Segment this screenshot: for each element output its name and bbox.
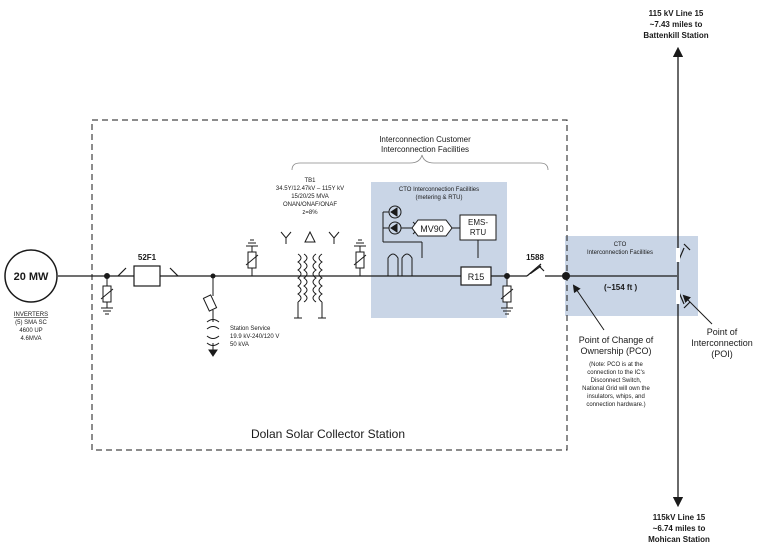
pco-note-line-6: connection hardware.): [586, 402, 645, 408]
pco-title-line-2: Ownership (PCO): [580, 346, 651, 356]
poi-gap-bottom: [676, 290, 680, 304]
pco-pointer: [572, 284, 605, 331]
pco-note-line-4: National Grid will own the: [582, 386, 650, 392]
transformer-tb1: [280, 230, 340, 319]
pco-note-line-3: Disconnect Switch,: [591, 378, 642, 384]
pco-note-line-2: connection to the IC's: [587, 370, 645, 376]
switch-contact: [526, 263, 542, 277]
breaker-label: 52F1: [138, 253, 157, 262]
transformer-line-4: ONAN/ONAF/ONAF: [283, 202, 337, 208]
cto-poi-line-1: CTO: [614, 242, 627, 248]
poi-line-1: Point of: [707, 327, 738, 337]
surge-arrester-4: [500, 273, 514, 315]
surge-arrester-2: [245, 239, 259, 276]
station-service-line-2: 19.9 kV-240/120 V: [230, 334, 279, 340]
icif-line-2: Interconnection Facilities: [381, 145, 469, 154]
station-service-line-3: 50 kVA: [230, 342, 249, 348]
poi-pointer: [682, 294, 713, 325]
transformer-line-5: z=8%: [302, 210, 318, 216]
cto-poi-line-2: Interconnection Facilities: [587, 250, 653, 256]
poi-line-2: Interconnection: [691, 338, 753, 348]
inverters-line-3: 4.6MVA: [21, 336, 42, 342]
bottom-line-label-2: ~6.74 miles to: [653, 524, 706, 533]
bottom-line-label-1: 115kV Line 15: [653, 513, 706, 522]
pco-note-line-5: insulators, whips, and: [587, 394, 645, 400]
metering-symbols: [382, 205, 479, 276]
poi-gap-top: [676, 248, 680, 262]
cto-metering-shade: [371, 182, 507, 318]
station-boundary: [91, 119, 568, 451]
top-line-label-2: ~7.43 miles to: [650, 20, 703, 29]
bottom-line-label-3: Mohican Station: [648, 535, 710, 544]
surge-arrester-3: [353, 239, 367, 276]
inverters-line-1: (5) SMA SC: [15, 320, 47, 326]
icif-brace: [291, 154, 549, 171]
breaker-52f1: [117, 265, 179, 287]
switch-label: 1588: [526, 253, 544, 262]
generator-rating: 20 MW: [14, 271, 49, 283]
inverters-line-2: 4600 UP: [19, 328, 42, 334]
station-name: Dolan Solar Collector Station: [251, 427, 405, 441]
station-service-tap: [202, 276, 220, 357]
icif-line-1: Interconnection Customer: [379, 135, 471, 144]
cto-metering-line-2: (metering & RTU): [416, 195, 463, 201]
recloser-label: R15: [468, 272, 485, 282]
station-service-line-1: Station Service: [230, 326, 271, 332]
top-line-label-1: 115 kV Line 15: [649, 9, 704, 18]
top-line-label-3: Battenkill Station: [643, 31, 708, 40]
distance-label: (~154 ft ): [604, 283, 637, 292]
pco-note-line-1: (Note: PCO is at the: [589, 362, 643, 368]
rtu-line-1: EMS-: [468, 218, 488, 227]
meter-label: MV90: [420, 224, 444, 234]
surge-arrester-1: [100, 273, 114, 315]
pco-node: [562, 272, 570, 280]
inverters-title: INVERTERS: [14, 312, 48, 318]
rtu-line-2: RTU: [470, 228, 487, 237]
pco-title-line-1: Point of Change of: [579, 335, 654, 345]
meter-box: [411, 219, 453, 237]
generator-symbol: [4, 249, 58, 303]
poi-line-3: (POI): [711, 349, 733, 359]
transformer-line-2: 34.5Y/12.47kV – 115Y kV: [276, 186, 344, 192]
cto-metering-line-1: CTO Interconnection Facilities: [399, 187, 479, 193]
switch-gap: [527, 274, 545, 278]
rtu-box: [459, 214, 497, 241]
recloser-box: [460, 266, 492, 286]
transformer-line-1: TB1: [304, 178, 316, 184]
transformer-line-3: 15/20/25 MVA: [291, 194, 329, 200]
